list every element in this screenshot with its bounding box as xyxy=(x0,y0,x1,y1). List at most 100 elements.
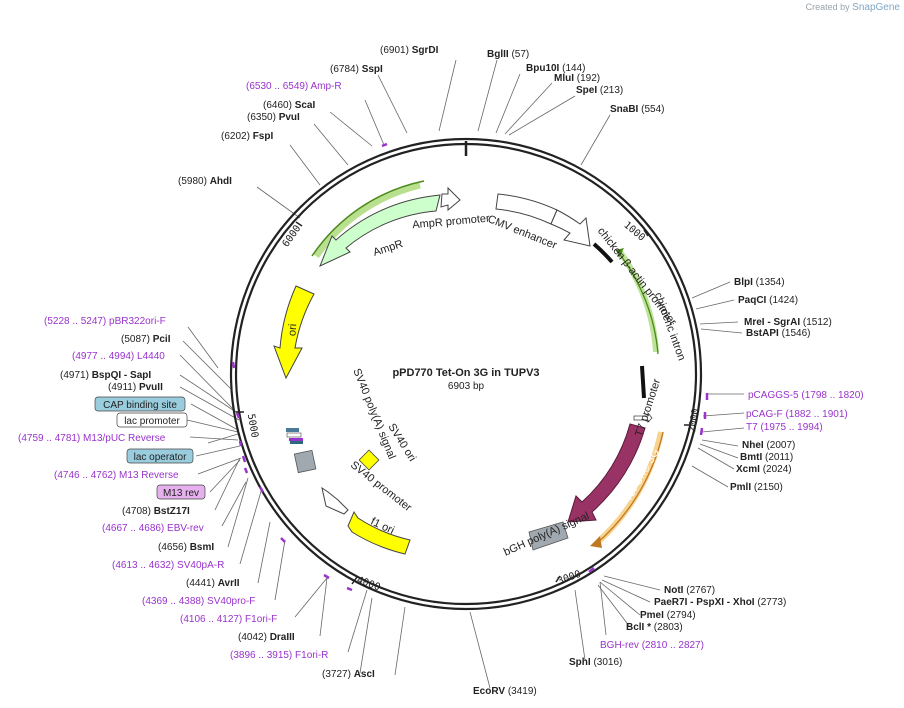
site-name: PmeI xyxy=(640,610,664,621)
site-pos: (4911) xyxy=(108,382,136,393)
svg-text:(6202) FspI: (6202) FspI xyxy=(221,131,273,142)
ori-arrow[interactable] xyxy=(273,285,315,380)
site-pos: (3727) xyxy=(322,669,351,680)
site-pos: (2007) xyxy=(766,440,795,451)
sv40-promoter-label: SV40 promoter xyxy=(348,459,414,514)
site-name: AscI xyxy=(354,669,375,680)
site-name: PmlI xyxy=(730,482,751,493)
site-name: BspQI - SapI xyxy=(92,370,152,381)
site-name: BmtI xyxy=(740,452,762,463)
m13-rev-box xyxy=(156,484,206,500)
svg-text:BstAPI (1546): BstAPI (1546) xyxy=(746,328,810,339)
site-pos: (57) xyxy=(511,49,529,60)
site-pos: (4441) xyxy=(186,578,215,589)
svg-text:PaqCI (1424): PaqCI (1424) xyxy=(738,295,798,306)
site-pos: (6202) xyxy=(221,131,250,142)
site-name: SnaBI xyxy=(610,104,639,115)
site-pos: (4971) xyxy=(60,370,89,381)
watermark-brand: SnapGene xyxy=(852,2,900,13)
leader-lines xyxy=(179,59,745,689)
primer-name: EBV-rev xyxy=(167,523,204,534)
boxed-labels: CAP binding site lac promoter lac operat… xyxy=(94,396,206,500)
primer-pos: (4977 .. 4994) xyxy=(72,351,134,362)
ampr-label: AmpR xyxy=(372,238,405,259)
site-name: SpeI xyxy=(576,85,597,96)
svg-text:(3727) AscI: (3727) AscI xyxy=(322,669,375,680)
svg-text:NheI (2007): NheI (2007) xyxy=(742,440,795,451)
svg-text:(4977 .. 4994) L4440: (4977 .. 4994) L4440 xyxy=(72,351,165,362)
actin-black-segment xyxy=(592,242,614,264)
primer-pos: (1882 .. 1901) xyxy=(785,409,847,420)
site-pos: (2794) xyxy=(667,610,696,621)
lac-operator-box-label: lac operator xyxy=(134,452,187,463)
site-name: PvuII xyxy=(139,382,163,393)
svg-text:BclI * (2803): BclI * (2803) xyxy=(626,622,683,633)
svg-text:(6901) SgrDI: (6901) SgrDI xyxy=(380,45,439,56)
site-pos: (4042) xyxy=(238,632,267,643)
lac-operator-box xyxy=(126,448,194,464)
svg-text:(5228 .. 5247) pBR322ori-F: (5228 .. 5247) pBR322ori-F xyxy=(44,316,166,327)
lac-promoter-mark xyxy=(286,432,302,438)
primer-name: L4440 xyxy=(137,351,165,362)
chicken-actin-arrow[interactable] xyxy=(550,209,591,247)
site-name: DraIII xyxy=(270,632,295,643)
t7-promoter-label: T7 promoter xyxy=(633,377,663,438)
site-pos: (3016) xyxy=(593,657,622,668)
site-pos: (1512) xyxy=(803,317,832,328)
site-pos: (4708) xyxy=(122,506,151,517)
svg-text:BmtI (2011): BmtI (2011) xyxy=(740,452,793,463)
primer-name: SV40pro-F xyxy=(207,596,255,607)
svg-text:(6530 .. 6549) Amp-R: (6530 .. 6549) Amp-R xyxy=(246,81,342,92)
primer-pos: (4369 .. 4388) xyxy=(142,596,204,607)
tick-label-4000: 4000 xyxy=(355,575,381,594)
site-name: XcmI xyxy=(736,464,760,475)
primer-name: F1ori-R xyxy=(295,650,328,661)
svg-text:T7 (1975 .. 1994): T7 (1975 .. 1994) xyxy=(746,422,823,433)
tick-label-1000: 1000 xyxy=(621,220,647,244)
primer-labels: (6530 .. 6549) Amp-R pCAGGS-5 (1798 .. 1… xyxy=(18,81,864,661)
primer-pos: (1975 .. 1994) xyxy=(760,422,822,433)
sv40-polya-box[interactable] xyxy=(293,449,317,474)
ori-label: ori xyxy=(286,323,299,336)
primer-name: M13/pUC Reverse xyxy=(83,433,166,444)
svg-text:PmeI (2794): PmeI (2794) xyxy=(640,610,696,621)
svg-text:(6350) PvuI: (6350) PvuI xyxy=(247,112,300,123)
site-name: AvrII xyxy=(218,578,240,589)
svg-text:(5980) AhdI: (5980) AhdI xyxy=(178,176,232,187)
ampr-promoter-arrow[interactable] xyxy=(440,186,461,212)
svg-text:(4613 .. 4632) SV40pA-R: (4613 .. 4632) SV40pA-R xyxy=(112,560,224,571)
primer-pos: (2810 .. 2827) xyxy=(642,640,704,651)
cap-site-mark xyxy=(286,428,299,432)
sv40-promoter-arrow[interactable] xyxy=(321,486,349,515)
ampr-arrow[interactable] xyxy=(319,194,441,267)
svg-text:XcmI (2024): XcmI (2024) xyxy=(736,464,792,475)
teton-arrow[interactable] xyxy=(567,423,646,523)
lac-operator-mark xyxy=(290,441,303,444)
primer-name: pCAG-F xyxy=(746,409,783,420)
svg-text:Bpu10I (144): Bpu10I (144) xyxy=(526,63,585,74)
svg-text:(4746 .. 4762) M13 Reverse: (4746 .. 4762) M13 Reverse xyxy=(54,470,179,481)
svg-text:MreI - SgrAI (1512): MreI - SgrAI (1512) xyxy=(744,317,832,328)
svg-text:pCAGGS-5 (1798 .. 1820): pCAGGS-5 (1798 .. 1820) xyxy=(748,390,864,401)
site-pos: (2803) xyxy=(654,622,683,633)
lac-promoter-box-label: lac promoter xyxy=(124,416,180,427)
site-pos: (192) xyxy=(577,73,600,84)
primer-pos: (4667 .. 4686) xyxy=(102,523,164,534)
site-name: SgrDI xyxy=(412,45,439,56)
site-pos: (5980) xyxy=(178,176,207,187)
site-name: PvuI xyxy=(279,112,300,123)
svg-text:(3896 .. 3915) F1ori-R: (3896 .. 3915) F1ori-R xyxy=(230,650,328,661)
primer-pos: (4759 .. 4781) xyxy=(18,433,80,444)
bgh-polya-box[interactable] xyxy=(528,521,569,551)
f1-ori-arrow[interactable] xyxy=(347,510,411,555)
t7-promoter-arrow[interactable] xyxy=(633,411,653,423)
site-pos: (1354) xyxy=(756,277,785,288)
svg-text:SphI (3016): SphI (3016) xyxy=(569,657,622,668)
site-name: SphI xyxy=(569,657,591,668)
tick-label-6000: 6000 xyxy=(281,223,304,249)
svg-text:(4441) AvrII: (4441) AvrII xyxy=(186,578,240,589)
svg-text:SpeI (213): SpeI (213) xyxy=(576,85,623,96)
sv40-ori-box[interactable] xyxy=(358,449,380,471)
site-name: EcoRV xyxy=(473,686,505,697)
